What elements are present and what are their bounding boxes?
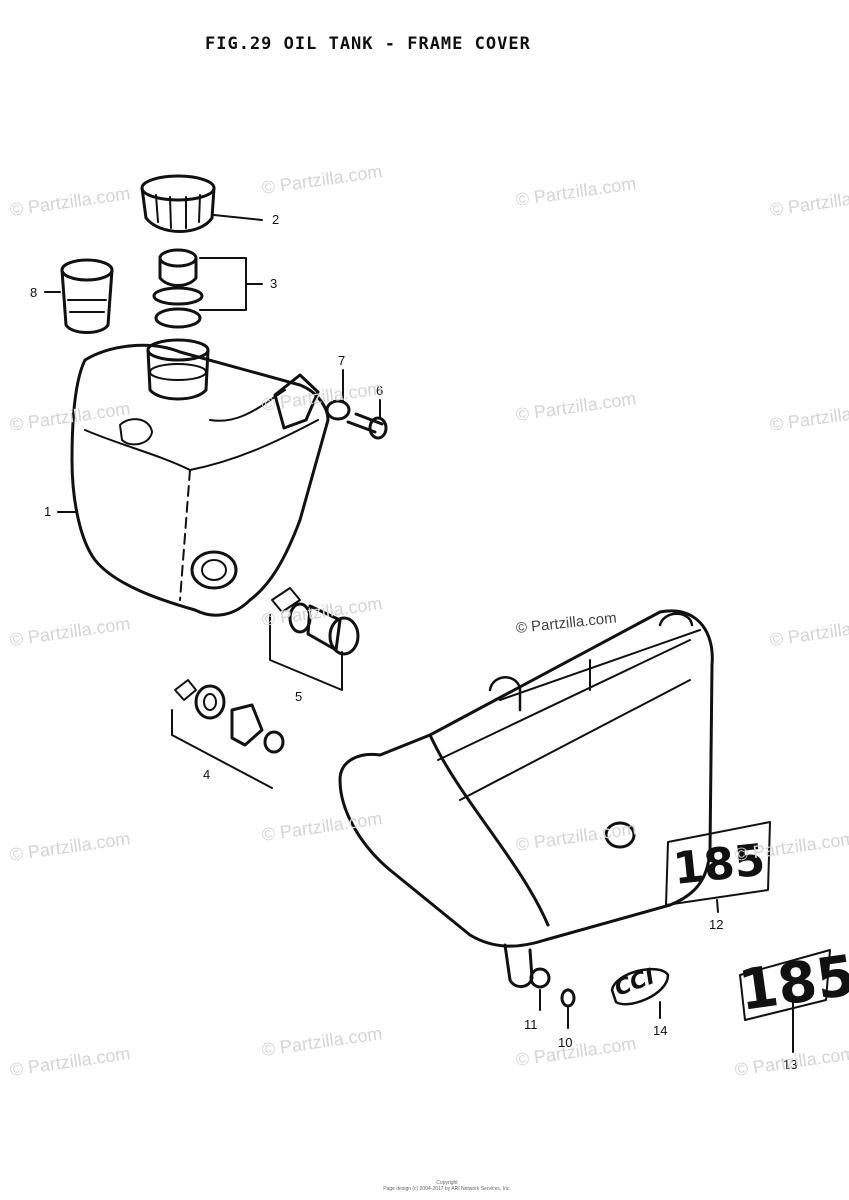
union-fitting bbox=[269, 587, 360, 691]
strainer-set bbox=[152, 248, 263, 329]
callout-5: 5 bbox=[295, 689, 303, 704]
filter-element bbox=[44, 258, 114, 334]
footer-line-1: Copyright bbox=[436, 1180, 458, 1186]
emblem-14 bbox=[610, 967, 670, 1019]
oil-tank-body bbox=[70, 343, 330, 617]
callout-4: 4 bbox=[203, 767, 211, 782]
emblem-12 bbox=[665, 821, 771, 913]
emblem-13 bbox=[739, 949, 831, 1053]
callout-3: 3 bbox=[270, 276, 278, 291]
emblem-13-text: 185 bbox=[735, 943, 849, 1024]
footer-line-2: Page design (c) 2004-2017 by ARI Network… bbox=[383, 1186, 511, 1192]
drain-set bbox=[171, 679, 285, 789]
callout-10: 10 bbox=[558, 1035, 573, 1050]
tank-cap bbox=[140, 174, 263, 233]
mount-hardware bbox=[273, 369, 388, 440]
callout-1: 1 bbox=[44, 504, 52, 519]
filler-neck bbox=[146, 338, 210, 401]
callout-13: 13 bbox=[783, 1057, 798, 1072]
frame-cover bbox=[338, 609, 714, 1029]
figure-title: FIG.29 OIL TANK - FRAME COVER bbox=[205, 34, 531, 54]
callout-2: 2 bbox=[272, 212, 280, 227]
callout-6: 6 bbox=[376, 383, 384, 398]
emblem-12-text: 185 bbox=[671, 835, 768, 895]
callout-7: 7 bbox=[338, 353, 346, 368]
copyright-footer: Copyright Page design (c) 2004-2017 by A… bbox=[367, 1180, 527, 1192]
callout-14: 14 bbox=[653, 1023, 668, 1038]
callout-12: 12 bbox=[709, 917, 724, 932]
callout-8: 8 bbox=[30, 285, 38, 300]
callout-11: 11 bbox=[524, 1017, 538, 1032]
